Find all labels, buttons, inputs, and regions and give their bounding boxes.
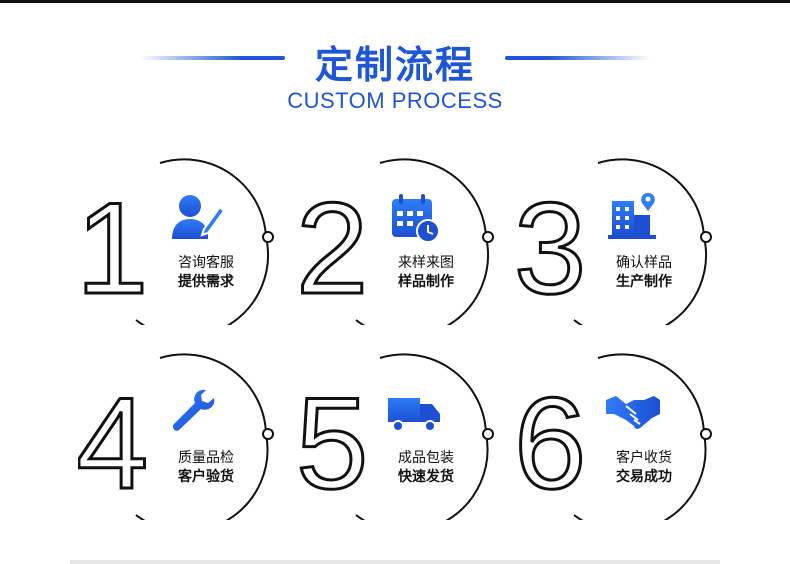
step-label-secondary: 提供需求 [178,274,234,290]
page-title: 定制流程 [314,43,475,87]
step-label-primary: 确认样品 [616,255,672,271]
process-step-5: 5 成品包装 快速发货 [298,350,498,520]
process-step-6: 6 客户收货 交易成功 [516,350,716,520]
factory-building-icon [608,193,656,239]
step-label-secondary: 生产制作 [616,274,672,290]
step-label-primary: 质量品检 [178,450,234,466]
wrench-icon [172,389,215,431]
page-subtitle: CUSTOM PROCESS [287,88,503,113]
step-label-secondary: 快速发货 [398,469,454,485]
step-number: 2 [298,175,368,321]
section-header: 定制流程 [0,30,790,90]
step-frame: 4 [78,353,274,520]
process-step-4: 4 质量品检 客户验货 [78,350,278,520]
title-left-line [140,56,285,60]
calendar-clock-icon [392,194,440,243]
step-label-secondary: 客户验货 [178,469,234,485]
process-step-3: 3 确认样品 生产制作 [516,155,716,325]
step-number: 5 [298,370,368,516]
process-step-2: 2 来样来图 样品制作 [298,155,498,325]
step-number: 1 [78,175,148,321]
step-frame: 6 [516,353,712,520]
step-number: 6 [516,370,586,516]
top-border [0,0,790,3]
step-number: 3 [516,175,586,321]
step-frame: 2 [298,158,494,325]
title-right-line [505,56,650,60]
step-label-primary: 来样来图 [398,255,454,271]
step-label-secondary: 交易成功 [616,469,672,485]
handshake-icon [606,396,660,429]
step-frame: 5 [298,353,494,520]
step-frame: 3 [516,158,712,325]
process-step-1: 1 咨询客服 提供需求 [78,155,278,325]
bottom-divider [70,560,720,564]
delivery-truck-icon [388,398,440,432]
step-label-primary: 成品包装 [398,450,454,466]
step-label-primary: 客户收货 [616,450,672,466]
step-number: 4 [78,370,148,516]
step-label-secondary: 样品制作 [398,274,454,290]
step-label-primary: 咨询客服 [178,255,234,271]
customer-service-icon [172,195,224,239]
step-frame: 1 [78,158,274,325]
